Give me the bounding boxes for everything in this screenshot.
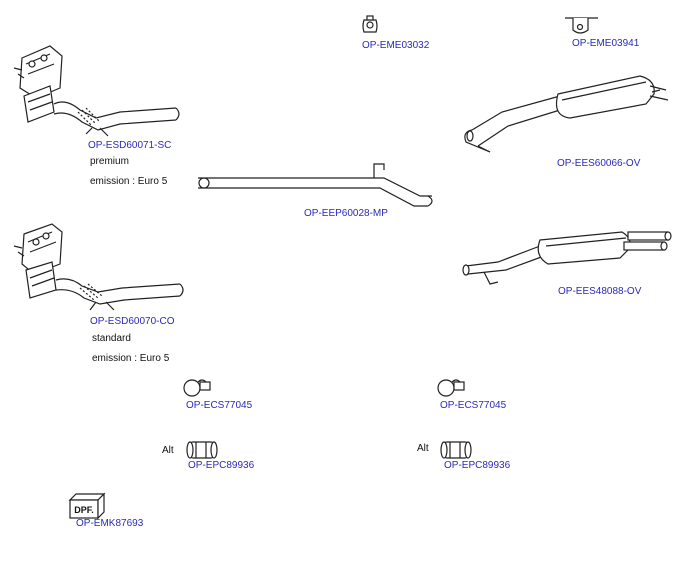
part-code-label[interactable]: OP-EPC89936 [188,460,255,471]
dpf-kit-drawing[interactable]: DPF. [68,492,106,520]
part-code-label[interactable]: OP-EME03032 [362,40,430,51]
part-code-label[interactable]: OP-ESD60071-SC [88,140,172,151]
part-code-label[interactable]: OP-EME03941 [572,38,640,49]
rear-silencer-drawing[interactable] [462,231,672,285]
clamp-drawing[interactable] [437,379,465,397]
alt-label: Alt [417,443,429,454]
emission-note: emission : Euro 5 [92,353,170,364]
part-code-label[interactable]: OP-ESD60070-CO [90,316,175,327]
alt-label: Alt [162,445,174,456]
dpf-kit-badge: DPF. [74,505,94,515]
connector-sleeve-drawing[interactable] [440,441,472,459]
variant-note: premium [90,156,129,167]
part-code-label[interactable]: OP-ECS77045 [440,400,507,411]
part-code-label[interactable]: OP-ECS77045 [186,400,253,411]
part-code-label[interactable]: OP-EEP60028-MP [304,208,388,219]
connector-sleeve-drawing[interactable] [186,441,218,459]
variant-note: standard [92,333,131,344]
part-code-label[interactable]: OP-EMK87693 [76,518,144,529]
part-code-label[interactable]: OP-EES60066-OV [557,158,641,169]
dpf-catalyst-drawing[interactable] [13,223,184,311]
rear-silencer-drawing[interactable] [464,75,669,153]
emission-note: emission : Euro 5 [90,176,168,187]
rubber-hanger-drawing[interactable] [362,15,378,33]
part-code-label[interactable]: OP-EES48088-OV [558,286,642,297]
middle-pipe-drawing[interactable] [198,163,433,207]
dpf-catalyst-drawing[interactable] [13,45,180,137]
part-code-label[interactable]: OP-EPC89936 [444,460,511,471]
clamp-drawing[interactable] [183,379,211,397]
rubber-hanger-drawing[interactable] [565,17,598,34]
